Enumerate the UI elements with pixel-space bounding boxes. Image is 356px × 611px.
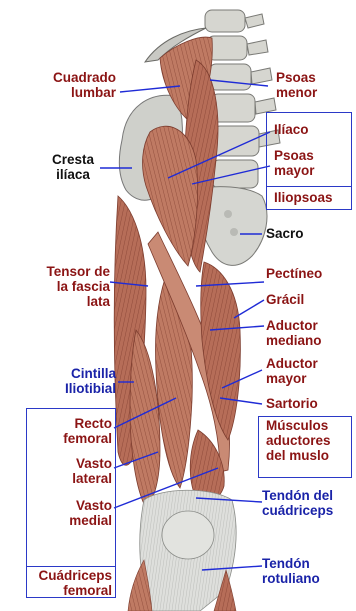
- label-gracil: Grácil: [266, 292, 304, 307]
- label-tensor-fascia-lata: Tensor de la fascia lata: [18, 264, 110, 309]
- label-aductor-mayor: Aductor mayor: [266, 356, 318, 386]
- label-tendon-cuadriceps: Tendón del cuádriceps: [262, 488, 333, 518]
- label-psoas-mayor: Psoas mayor: [274, 148, 315, 178]
- label-cresta-iliaca: Cresta ilíaca: [44, 152, 102, 182]
- label-iliaco: Ilíaco: [274, 122, 309, 137]
- label-cuadrado-lumbar: Cuadrado lumbar: [24, 70, 116, 100]
- adductors: [201, 262, 241, 440]
- label-psoas-menor: Psoas menor: [276, 70, 317, 100]
- label-sacro: Sacro: [266, 226, 304, 241]
- label-cintilla-iliotibial: Cintilla Iliotibial: [24, 366, 116, 396]
- label-pectineo: Pectíneo: [266, 266, 322, 281]
- patella: [162, 511, 214, 559]
- label-vasto-medial: Vasto medial: [24, 498, 112, 528]
- quadriceps-divider: [26, 566, 116, 567]
- label-sartorio: Sartorio: [266, 396, 318, 411]
- label-musculos-aductores: Músculos aductores del muslo: [266, 418, 331, 463]
- label-iliopsoas: Iliopsoas: [274, 190, 333, 205]
- label-recto-femoral: Recto femoral: [24, 416, 112, 446]
- label-aductor-mediano: Aductor mediano: [266, 318, 322, 348]
- label-tendon-rotuliano: Tendón rotuliano: [262, 556, 320, 586]
- iliopsoas-divider: [266, 186, 352, 187]
- label-cuadriceps-femoral: Cuádriceps femoral: [24, 568, 112, 598]
- label-vasto-lateral: Vasto lateral: [24, 456, 112, 486]
